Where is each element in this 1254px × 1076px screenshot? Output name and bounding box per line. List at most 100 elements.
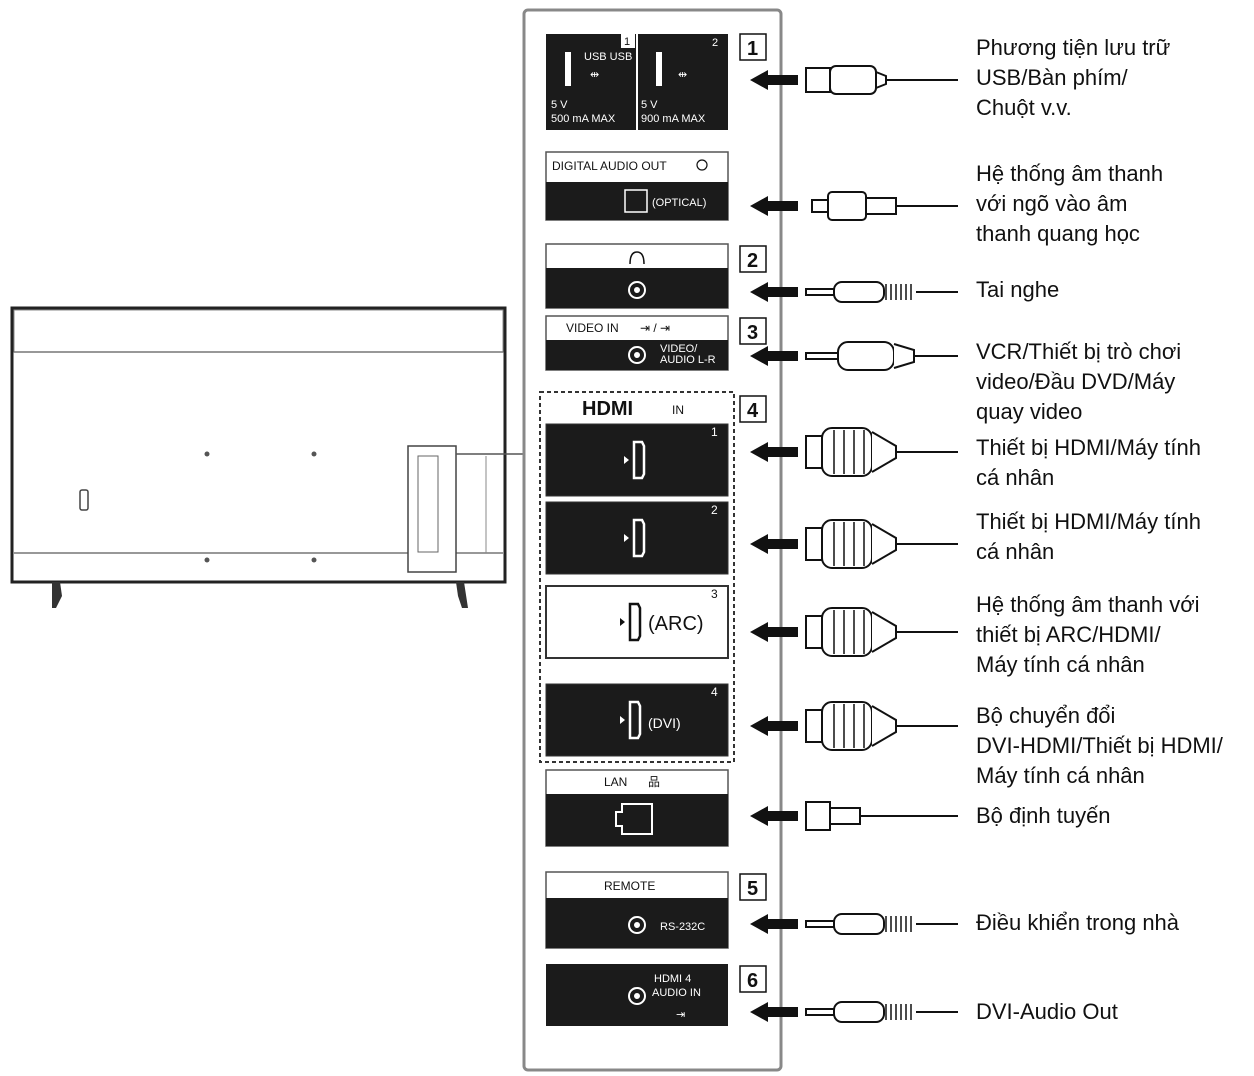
device-description-line: Phương tiện lưu trữ <box>976 35 1171 60</box>
tv-rear-illustration <box>10 306 524 608</box>
device-description: Tai nghe <box>976 275 1059 305</box>
arrow-icon <box>750 914 798 934</box>
device-description-line: DVI-Audio Out <box>976 999 1118 1024</box>
device-description-line: quay video <box>976 399 1083 424</box>
optical-label: (OPTICAL) <box>652 197 706 209</box>
digital-audio-out-port: DIGITAL AUDIO OUT (OPTICAL) <box>545 151 729 221</box>
hdmi-port-1: 1 <box>545 423 729 497</box>
arrow-icon <box>750 1002 798 1022</box>
hdmi-port-number: 3 <box>711 587 718 601</box>
box-numbers: 1 2 3 4 5 6 <box>739 33 767 993</box>
cable-usb-1 <box>750 65 958 95</box>
rj45-socket-icon <box>615 803 653 835</box>
usb-icon: ⇹ <box>590 69 599 81</box>
hdmi-port-tag: (DVI) <box>648 715 681 731</box>
hdmi4-audio-in-port: HDMI 4 AUDIO IN ⇥ <box>546 964 728 1026</box>
arrow-icon <box>750 716 798 736</box>
usb-port1-voltage: 5 V <box>551 99 568 111</box>
device-description-line: Máy tính cá nhân <box>976 652 1145 677</box>
remote-label: REMOTE <box>604 879 655 893</box>
arrow-icon <box>624 456 629 464</box>
device-description-line: DVI-HDMI/Thiết bị HDMI/ <box>976 733 1223 758</box>
device-description-line: Thiết bị HDMI/Máy tính <box>976 509 1201 534</box>
box-number: 4 <box>747 400 759 422</box>
device-description: Hệ thống âm thanh với ngõ vào âm thanh qua… <box>976 159 1163 249</box>
cable-hdmi-8 <box>750 701 958 751</box>
device-description-line: Bộ định tuyến <box>976 803 1111 828</box>
cable-jack-11 <box>750 1001 958 1023</box>
usb-port2-voltage: 5 V <box>641 99 658 111</box>
network-icon: 品 <box>648 775 660 789</box>
usb-port2-rating: 900 mA MAX <box>641 113 706 125</box>
device-description-line: cá nhân <box>976 539 1055 564</box>
arrow-icon <box>624 534 629 542</box>
headphone-icon <box>629 251 645 265</box>
usb-ports: USB USB 1 2 ⇹ ⇹ 5 V 500 mA MAX 5 V 900 m… <box>546 34 728 130</box>
cable-jack-3 <box>750 281 958 303</box>
device-description-line: Chuột v.v. <box>976 95 1072 120</box>
device-description-line: VCR/Thiết bị trò chơi <box>976 339 1182 364</box>
arrow-icon <box>750 534 798 554</box>
hdmi-socket-icon <box>628 700 642 740</box>
device-description-line: Hệ thống âm thanh với <box>976 592 1200 617</box>
remote-port: REMOTE RS-232C <box>545 871 729 949</box>
device-description-line: Tai nghe <box>976 277 1060 302</box>
box-number: 2 <box>747 250 758 272</box>
arrow-icon <box>750 622 798 642</box>
video-audio-sub1: VIDEO/ <box>660 343 698 355</box>
usb-port1-rating: 500 mA MAX <box>551 113 616 125</box>
cable-hdmi-6 <box>750 519 958 569</box>
hdmi-socket-icon <box>632 518 646 558</box>
hdmi-port-3: 3 (ARC) <box>545 585 729 659</box>
cable-av-4 <box>750 341 958 371</box>
lan-port: LAN 品 <box>545 769 729 847</box>
box-number: 1 <box>747 38 758 60</box>
lan-label: LAN <box>604 775 627 789</box>
input-icon: ⇥ <box>676 1009 685 1021</box>
video-audio-sub2: AUDIO L-R <box>660 354 716 366</box>
arrow-icon <box>750 70 798 90</box>
video-in-port: VIDEO IN ⇥ / ⇥ VIDEO/ AUDIO L-R <box>545 315 729 371</box>
hdmi4-audio-line1: HDMI 4 <box>654 973 691 985</box>
cable-connectors <box>750 65 958 1023</box>
device-description-line: Bộ chuyển đổi <box>976 703 1116 728</box>
rs232c-label: RS-232C <box>660 921 705 933</box>
hdmi-port-number: 1 <box>711 425 718 439</box>
hdmi-socket-icon <box>628 602 642 642</box>
box-number: 5 <box>747 878 758 900</box>
device-description-line: với ngõ vào âm <box>976 191 1128 216</box>
device-description: DVI-Audio Out <box>976 997 1118 1027</box>
hdmi-in-group: HDMI IN 123(ARC)4(DVI) <box>539 391 735 763</box>
device-description-line: cá nhân <box>976 465 1055 490</box>
usb-port2-number: 2 <box>712 37 718 49</box>
hdmi-port-tag: (ARC) <box>648 613 704 635</box>
device-description-line: Hệ thống âm thanh <box>976 161 1164 186</box>
device-description: Bộ định tuyến <box>976 801 1111 831</box>
arrow-icon <box>750 282 798 302</box>
box-number: 6 <box>747 970 758 992</box>
video-in-label: VIDEO IN <box>566 321 619 335</box>
hdmi-logo: HDMI <box>582 398 633 420</box>
cable-lan-9 <box>750 801 958 831</box>
hdmi-port-number: 2 <box>711 503 718 517</box>
device-description-line: thiết bị ARC/HDMI/ <box>976 622 1161 647</box>
hdmi4-audio-line2: AUDIO IN <box>652 987 701 999</box>
device-description-line: Thiết bị HDMI/Máy tính <box>976 435 1201 460</box>
arrow-icon <box>620 716 625 724</box>
device-description: Hệ thống âm thanh với thiết bị ARC/HDMI/M… <box>976 590 1200 680</box>
device-description-line: thanh quang học <box>976 221 1140 246</box>
device-description: Thiết bị HDMI/Máy tính cá nhân <box>976 507 1201 567</box>
hdmi-socket-icon <box>632 440 646 480</box>
hdmi-port-4: 4(DVI) <box>545 683 729 757</box>
arrow-icon <box>750 196 798 216</box>
input-icon: ⇥ / ⇥ <box>640 321 670 335</box>
usb-label: USB USB <box>584 51 632 63</box>
box-number: 3 <box>747 322 758 344</box>
cable-hdmi-5 <box>750 427 958 477</box>
headphone-port <box>545 243 729 309</box>
arrow-icon <box>620 618 625 626</box>
